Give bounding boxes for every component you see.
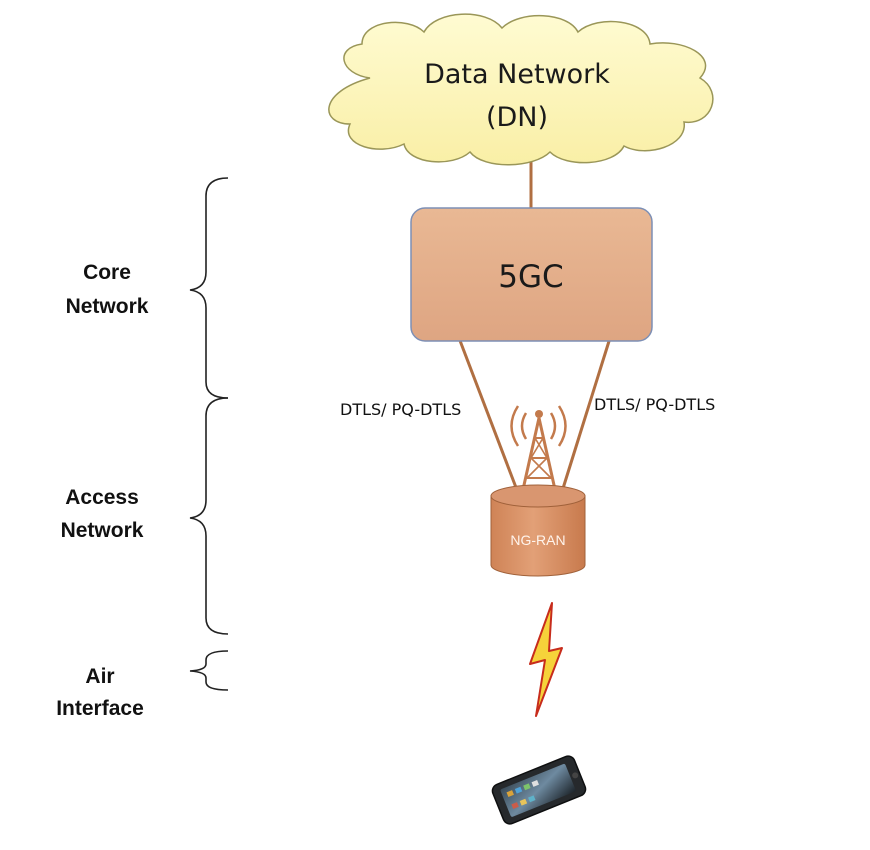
core-network-brace — [189, 177, 229, 399]
cloud-icon — [328, 13, 714, 166]
core-ran-link-right — [558, 337, 612, 499]
data-network-cloud: Data Network (DN) — [328, 13, 714, 166]
core-network-label-line1: Core — [83, 261, 131, 284]
link-label-left: DTLS/ PQ-DTLS — [340, 400, 461, 419]
radio-tower-icon — [510, 405, 567, 495]
data-network-title: Data Network — [424, 59, 610, 90]
link-label-right: DTLS/ PQ-DTLS — [594, 395, 715, 414]
air-interface-label-line2: Interface — [56, 697, 144, 720]
air-interface-label-line1: Air — [85, 665, 114, 688]
smartphone-icon — [491, 755, 587, 825]
access-network-label-line1: Access — [65, 486, 139, 509]
ng-ran-label: NG-RAN — [510, 532, 565, 548]
core-network-label-line2: Network — [66, 295, 149, 318]
data-network-abbrev: (DN) — [486, 102, 548, 133]
air-interface-brace — [189, 650, 229, 691]
core-ran-link-left — [457, 337, 522, 499]
access-network-label-line2: Network — [61, 519, 144, 542]
ng-ran-node: NG-RAN — [490, 484, 586, 577]
core-5gc-node: 5GC — [410, 207, 653, 342]
access-network-brace — [189, 397, 229, 635]
lightning-bolt-icon — [529, 602, 563, 717]
core-5gc-label: 5GC — [498, 259, 563, 295]
